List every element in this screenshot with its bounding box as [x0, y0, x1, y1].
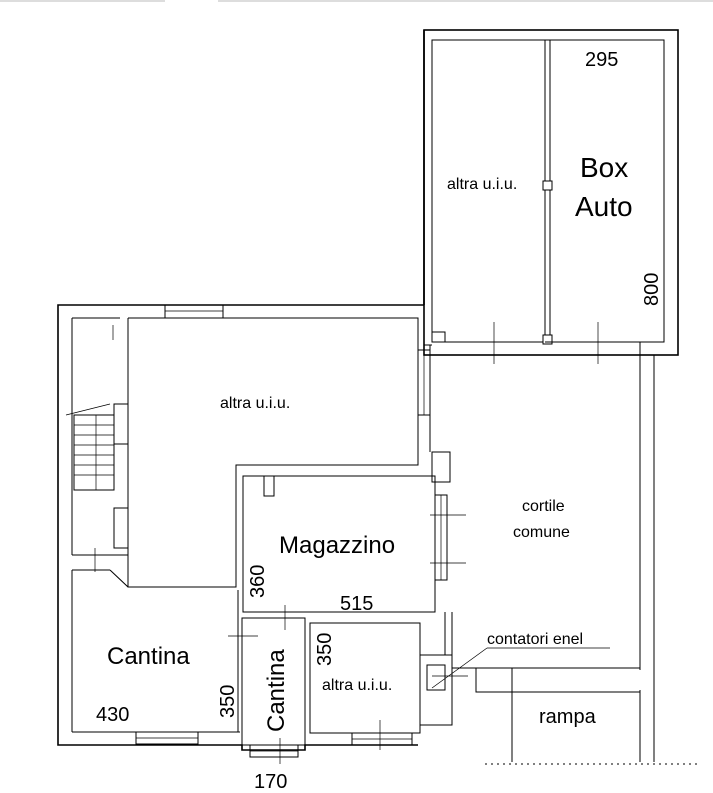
- label-rampa: rampa: [539, 706, 597, 728]
- label-altra-uiu-lower: altra u.i.u.: [322, 677, 392, 694]
- label-box-auto-1: Box: [580, 152, 628, 183]
- label-comune: comune: [513, 524, 570, 541]
- dim-cantina-center-width: 170: [254, 771, 287, 793]
- label-cortile: cortile: [522, 498, 565, 515]
- magazzino-room: [242, 451, 466, 613]
- building-outer-walls: [57, 30, 425, 751]
- label-contatori-enel: contatori enel: [487, 631, 583, 648]
- window-top: [164, 304, 224, 319]
- label-altra-uiu-garage: altra u.i.u.: [447, 176, 517, 193]
- staircase: [65, 325, 129, 549]
- dim-box-width: 295: [585, 49, 618, 71]
- dim-magazzino-depth: 360: [247, 565, 269, 598]
- courtyard-and-ramp: [431, 342, 700, 765]
- label-altra-uiu-upper: altra u.i.u.: [220, 395, 290, 412]
- dim-box-depth: 800: [641, 273, 663, 306]
- label-cantina-center: Cantina: [263, 649, 290, 732]
- cantina-center-room: [241, 605, 306, 764]
- dim-cantina-left-width: 430: [96, 704, 129, 726]
- cantina-left-room: [94, 548, 258, 745]
- label-box-auto-2: Auto: [575, 191, 633, 222]
- label-cantina-left: Cantina: [107, 643, 190, 670]
- contatori-leader: [431, 647, 488, 689]
- dim-cantina-left-depth: 350: [217, 685, 239, 718]
- upper-uiu-room: [127, 317, 432, 588]
- dim-lower-uiu-depth: 350: [314, 633, 336, 666]
- garage-block: [423, 29, 679, 364]
- label-magazzino: Magazzino: [279, 532, 395, 559]
- dim-magazzino-width: 515: [340, 593, 373, 615]
